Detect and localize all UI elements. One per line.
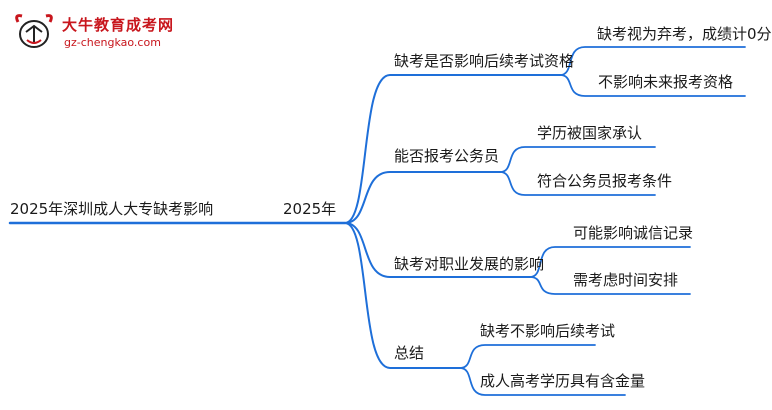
mind-map: 大牛教育成考网 gz-chengkao.com 2025年深圳成人大专缺考影响 … <box>8 6 772 396</box>
edge-leaf-value <box>459 367 626 396</box>
leaf-node-value: 成人高考学历具有含金量 <box>480 372 646 390</box>
edge-leaf-no-impact <box>459 344 596 369</box>
bull-logo-icon <box>15 14 53 48</box>
edge-leaf-time <box>529 276 691 295</box>
leaf-node-no-impact: 缺考不影响后续考试 <box>480 322 616 340</box>
leaf-node-credit-record: 可能影响诚信记录 <box>573 224 694 242</box>
edge-leaf-credit <box>529 246 691 278</box>
leaf-node-recognized-degree: 学历被国家承认 <box>537 124 643 142</box>
edge-hub-summary <box>344 222 461 369</box>
edge-hub-civil-service <box>344 171 501 224</box>
edge-hub-career <box>344 222 531 278</box>
edge-leaf-recognized <box>499 146 656 173</box>
branch-node-summary: 总结 <box>394 344 425 362</box>
edge-hub-qualification <box>344 74 561 224</box>
site-logo[interactable]: 大牛教育成考网 gz-chengkao.com <box>8 6 208 56</box>
edge-leaf-meet-conditions <box>499 171 656 196</box>
branch-node-civil-service: 能否报考公务员 <box>394 147 500 165</box>
branch-node-qualification: 缺考是否影响后续考试资格 <box>394 52 575 70</box>
hub-node: 2025年 <box>283 200 337 218</box>
edge-leaf-zero-score <box>559 46 746 76</box>
leaf-node-zero-score: 缺考视为弃考，成绩计0分 <box>597 25 772 43</box>
edge-leaf-future-eligibility <box>559 74 746 97</box>
branch-node-career: 缺考对职业发展的影响 <box>394 255 545 273</box>
leaf-node-meet-conditions: 符合公务员报考条件 <box>537 172 673 190</box>
leaf-node-time-schedule: 需考虑时间安排 <box>573 271 679 289</box>
mind-map-edges <box>8 46 746 396</box>
leaf-node-future-eligibility: 不影响未来报考资格 <box>598 73 734 91</box>
logo-url: gz-chengkao.com <box>64 36 161 49</box>
root-node: 2025年深圳成人大专缺考影响 <box>10 200 214 218</box>
logo-title: 大牛教育成考网 <box>62 16 175 34</box>
